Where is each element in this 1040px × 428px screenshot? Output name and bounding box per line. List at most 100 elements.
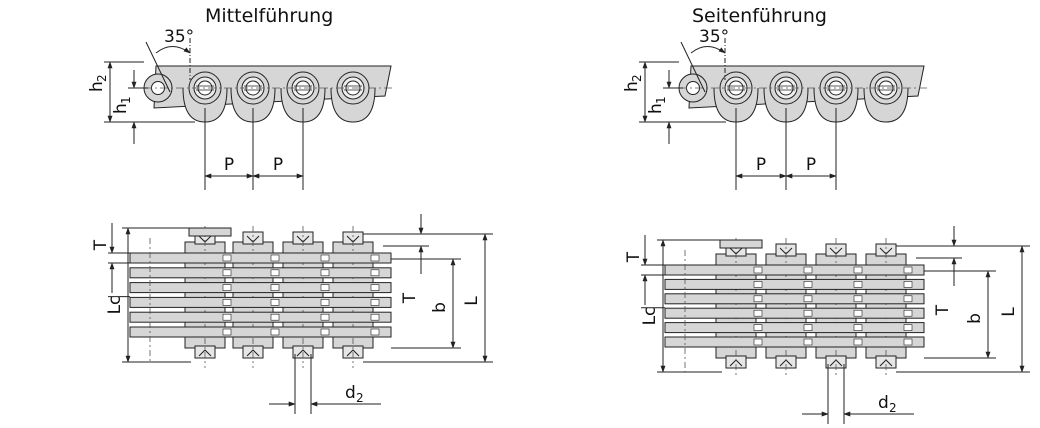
slat-3 <box>664 293 925 305</box>
h2-label-sub: 2 <box>630 74 644 82</box>
slat-gap-6-4 <box>370 328 380 336</box>
d2-label-main: d <box>345 383 356 403</box>
angle-arc <box>155 46 191 54</box>
pin-foot-mark-2 <box>246 349 260 357</box>
d2-label-sub: 2 <box>356 391 364 405</box>
h1-label: h1 <box>111 96 133 114</box>
guide-tab <box>188 227 232 237</box>
slat-gap-1-2 <box>270 254 280 262</box>
slat-gap-2-2 <box>803 281 813 288</box>
slat-gap-5-2 <box>270 313 280 321</box>
slat-1 <box>664 264 925 276</box>
slat-gap-3-2 <box>270 284 280 291</box>
slat-gap-3-1 <box>222 284 232 291</box>
pitch-label-1: P <box>756 155 766 175</box>
slat-gap-1-4 <box>370 254 380 262</box>
slat-gap-2-4 <box>903 281 913 288</box>
pitch-label-2: P <box>273 155 283 175</box>
h1-label: h1 <box>646 96 668 114</box>
slat-gap-4-2 <box>270 299 280 306</box>
slat-gap-2-4 <box>370 269 380 277</box>
h2-label: h2 <box>622 74 644 92</box>
slat-6 <box>129 326 392 338</box>
lc-label: Lc <box>105 296 125 315</box>
slat-gap-1-4 <box>903 266 913 274</box>
slat-gap-5-4 <box>903 324 913 331</box>
pin-foot-mark-3 <box>296 349 310 357</box>
angle-arc <box>690 46 726 54</box>
slat-1 <box>129 252 392 264</box>
h1-label-main: h <box>646 103 666 114</box>
T-label-left: T <box>91 239 111 251</box>
T-label-right: T <box>933 304 953 316</box>
pitch-label-2: P <box>806 155 816 175</box>
slat-gap-5-1 <box>753 324 763 331</box>
slat-5 <box>129 311 392 323</box>
slat-2 <box>129 267 392 279</box>
slat-gap-4-3 <box>853 309 863 317</box>
slat-gap-3-2 <box>803 295 813 303</box>
slat-gap-2-3 <box>853 281 863 288</box>
slat-3 <box>129 282 392 294</box>
T-label-left: T <box>624 251 644 263</box>
slat-gap-5-3 <box>853 324 863 331</box>
slat-gap-6-2 <box>270 328 280 336</box>
h2-label-main: h <box>622 81 642 92</box>
slat-gap-6-3 <box>320 328 330 336</box>
slat-gap-3-4 <box>903 295 913 303</box>
h2-label-main: h <box>87 81 107 92</box>
angle-slope-line <box>145 41 171 93</box>
slat-gap-2-3 <box>320 269 330 277</box>
T-label-right: T <box>400 292 420 304</box>
slat-gap-5-1 <box>222 313 232 321</box>
slat-5 <box>664 322 925 334</box>
L-label: L <box>462 296 482 306</box>
slat-gap-2-1 <box>753 281 763 288</box>
slat-gap-6-3 <box>853 338 863 346</box>
h2-label-sub: 2 <box>95 74 109 82</box>
slat-gap-4-4 <box>903 309 913 317</box>
h1-label-main: h <box>111 103 131 114</box>
angle-slope-line <box>680 41 706 93</box>
b-label: b <box>965 313 985 324</box>
slat-gap-6-1 <box>753 338 763 346</box>
d2-label-sub: 2 <box>889 401 897 415</box>
slat-gap-4-3 <box>320 299 330 306</box>
slat-gap-4-2 <box>803 309 813 317</box>
h2-label: h2 <box>87 74 109 92</box>
slat-gap-4-4 <box>370 299 380 306</box>
angle-label: 35° <box>164 27 194 47</box>
slat-gap-6-2 <box>803 338 813 346</box>
pin-foot-mark-4 <box>346 349 360 357</box>
slat-gap-2-2 <box>270 269 280 277</box>
title-mittelfuehrung: Mittelführung <box>205 5 334 27</box>
slat-4 <box>129 296 392 308</box>
guide-tab <box>719 239 763 249</box>
slat-gap-5-4 <box>370 313 380 321</box>
pitch-label-1: P <box>224 155 234 175</box>
slat-gap-3-1 <box>753 295 763 303</box>
slat-gap-1-3 <box>853 266 863 274</box>
slat-gap-1-2 <box>803 266 813 274</box>
slat-gap-3-4 <box>370 284 380 291</box>
title-seitenfuehrung: Seitenführung <box>692 5 827 27</box>
pin-foot-mark-1 <box>198 349 212 357</box>
d2-label-main: d <box>878 393 889 413</box>
angle-label: 35° <box>699 27 729 47</box>
h1-label-sub: 1 <box>119 96 133 104</box>
slat-2 <box>664 278 925 290</box>
h1-label-sub: 1 <box>654 96 668 104</box>
lc-label: Lc <box>640 307 660 326</box>
slat-gap-1-1 <box>222 254 232 262</box>
slat-gap-5-2 <box>803 324 813 331</box>
slat-gap-4-1 <box>753 309 763 317</box>
slat-gap-2-1 <box>222 269 232 277</box>
slat-6 <box>664 336 925 348</box>
slat-gap-1-1 <box>753 266 763 274</box>
L-label: L <box>999 307 1019 317</box>
slat-gap-4-1 <box>222 299 232 306</box>
slat-gap-5-3 <box>320 313 330 321</box>
